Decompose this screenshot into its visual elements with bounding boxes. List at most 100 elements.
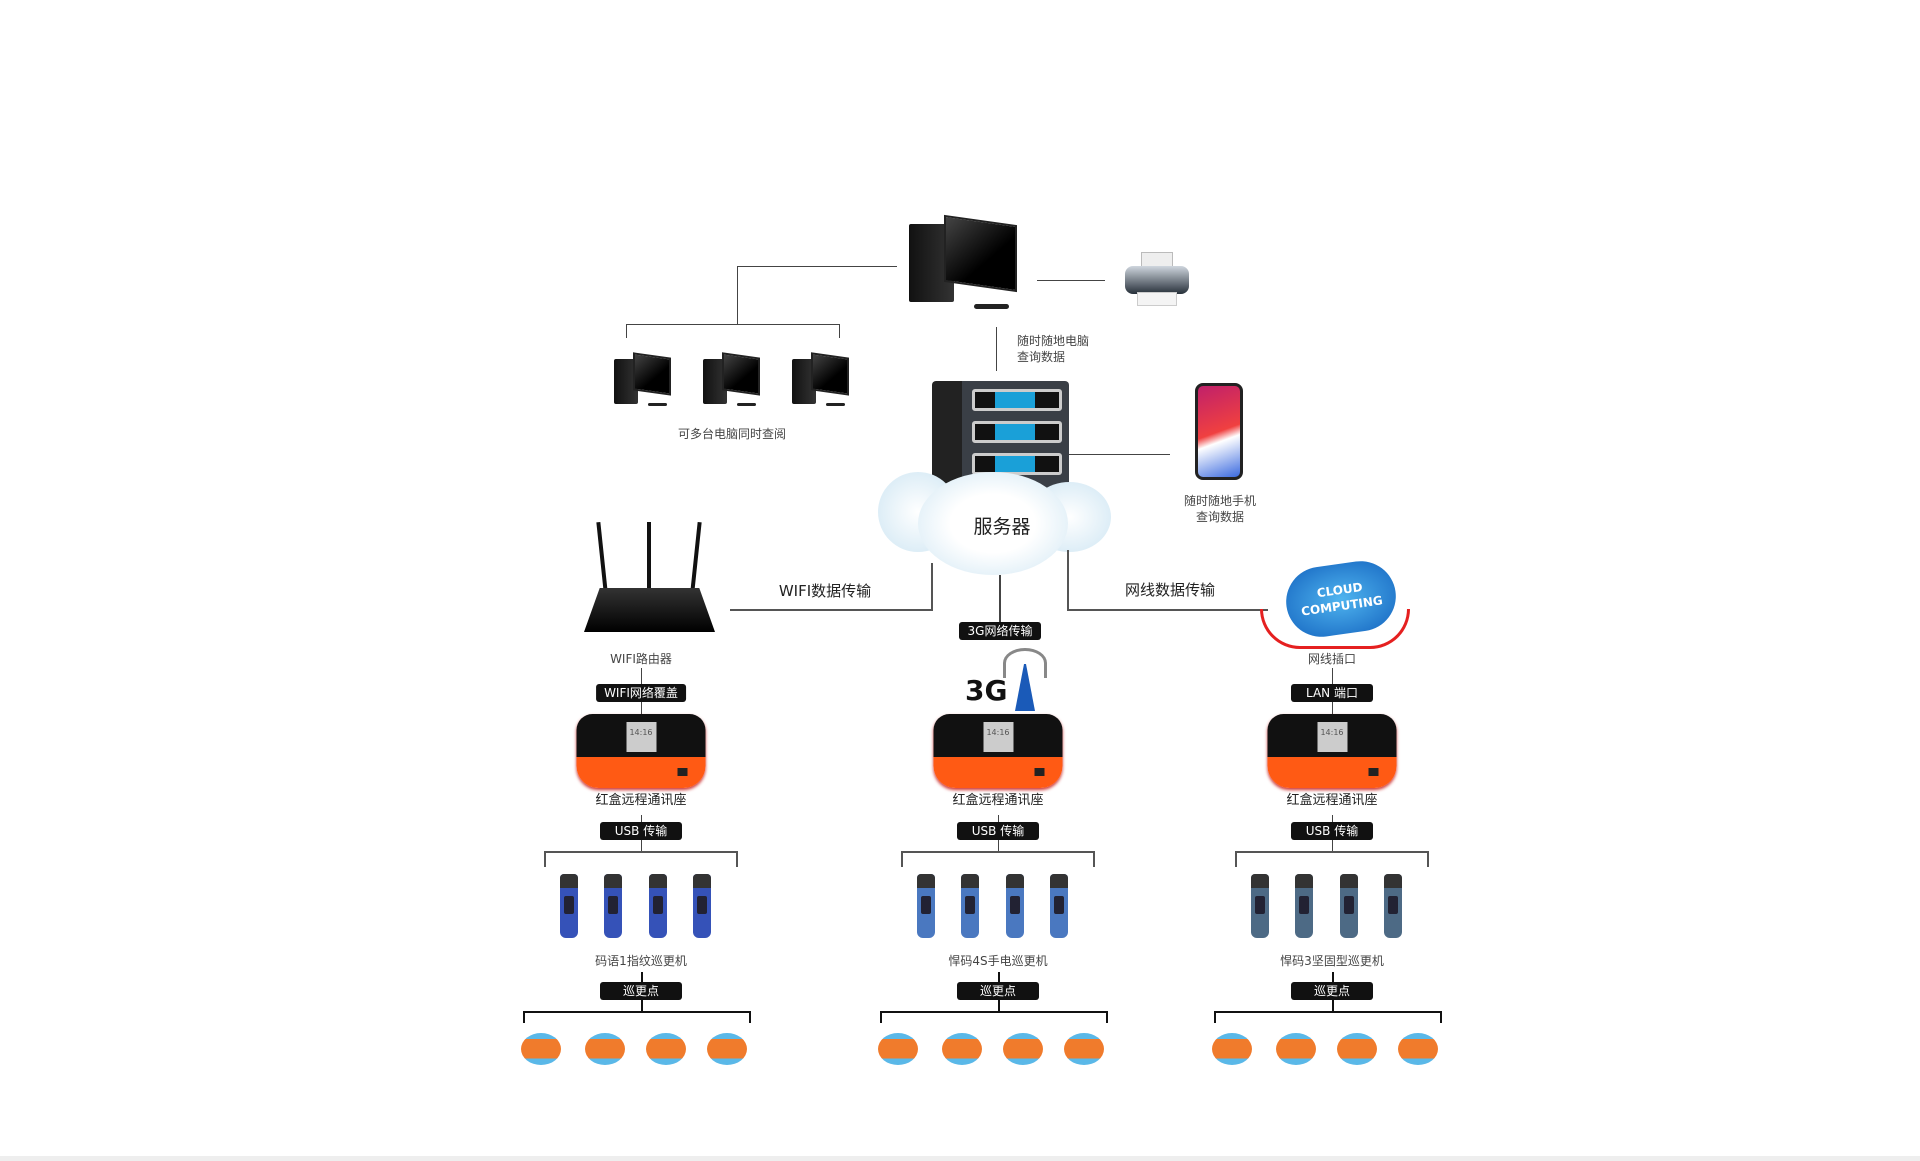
- bracket-line: [523, 1011, 751, 1013]
- base-label: 红盒远程通讯座: [1286, 793, 1378, 808]
- usb-badge: USB 传输: [957, 822, 1039, 840]
- lan-line: [1067, 609, 1268, 611]
- bracket-line: [1093, 851, 1095, 867]
- checkpoint-tag-icon: [1276, 1033, 1316, 1065]
- checkpoint-badge: 巡更点: [1291, 982, 1373, 1000]
- pc-query-line2: 查询数据: [1017, 350, 1066, 364]
- usb-badge: USB 传输: [600, 822, 682, 840]
- patrol-device-icon: [604, 874, 622, 938]
- bracket-line: [736, 851, 738, 867]
- base-screen: 14:16: [1317, 722, 1347, 752]
- patrol-device-icon: [560, 874, 578, 938]
- remote-comm-base-icon: 14:16: [576, 714, 706, 788]
- checkpoint-tag-icon: [1212, 1033, 1252, 1065]
- bracket-line: [544, 851, 738, 853]
- phone-query-label: 随时随地手机查询数据: [1184, 493, 1256, 525]
- source-label: 网线插口: [1307, 652, 1357, 666]
- bracket-line: [1106, 1011, 1108, 1023]
- checkpoint-tag-icon: [1337, 1033, 1377, 1065]
- lan-transfer-label: 网线数据传输: [1124, 581, 1216, 599]
- checkpoint-tag-icon: [585, 1033, 625, 1065]
- patrol-device-icon: [1050, 874, 1068, 938]
- bracket-line: [523, 1011, 525, 1023]
- bracket-line: [1235, 851, 1237, 867]
- patrol-device-icon: [917, 874, 935, 938]
- connector-line: [996, 327, 997, 371]
- patrol-device-icon: [1006, 874, 1024, 938]
- g3-transfer-badge: 3G网络传输: [959, 622, 1041, 640]
- client-computer-icon: [792, 352, 854, 406]
- patrol-device-icon: [961, 874, 979, 938]
- checkpoint-tag-icon: [707, 1033, 747, 1065]
- card-slot: [1034, 768, 1045, 776]
- footer-bar: [0, 1156, 1920, 1161]
- pc-query-line1: 随时随地电脑: [1017, 334, 1090, 348]
- patrol-device-icon: [649, 874, 667, 938]
- 3g-tower-icon: 3G: [965, 646, 1049, 711]
- bracket-line: [880, 1011, 882, 1023]
- connector-line: [1069, 454, 1170, 455]
- bracket-line: [1235, 851, 1429, 853]
- patrol-device-icon: [1340, 874, 1358, 938]
- link-badge: LAN 端口: [1291, 684, 1373, 702]
- checkpoint-tag-icon: [521, 1033, 561, 1065]
- smartphone-icon: [1195, 383, 1243, 480]
- connector-line: [626, 324, 627, 338]
- base-label: 红盒远程通讯座: [595, 793, 687, 808]
- card-slot: [1368, 768, 1379, 776]
- patrol-device-icon: [1384, 874, 1402, 938]
- bracket-line: [901, 851, 1095, 853]
- device-label: 码语1指纹巡更机: [595, 954, 687, 968]
- wifi-line: [931, 563, 933, 611]
- checkpoint-tag-icon: [1003, 1033, 1043, 1065]
- checkpoint-tag-icon: [646, 1033, 686, 1065]
- connector-line: [1037, 280, 1105, 281]
- bracket-line: [749, 1011, 751, 1023]
- base-label: 红盒远程通讯座: [952, 793, 1044, 808]
- base-screen: 14:16: [626, 722, 656, 752]
- bracket-line: [1427, 851, 1429, 867]
- bracket-line: [1214, 1011, 1442, 1013]
- remote-comm-base-icon: 14:16: [933, 714, 1063, 788]
- bracket-line: [901, 851, 903, 867]
- connector-line: [737, 266, 738, 324]
- base-screen: 14:16: [983, 722, 1013, 752]
- patrol-device-icon: [693, 874, 711, 938]
- phone-query-line2: 查询数据: [1195, 510, 1245, 524]
- wifi-router-icon: [584, 521, 715, 637]
- wifi-line: [730, 609, 932, 611]
- bracket-line: [544, 851, 546, 867]
- checkpoint-badge: 巡更点: [600, 982, 682, 1000]
- client-computer-icon: [614, 352, 676, 406]
- pc-query-label: 随时随地电脑查询数据: [1017, 333, 1089, 365]
- checkpoint-tag-icon: [1064, 1033, 1104, 1065]
- checkpoint-tag-icon: [942, 1033, 982, 1065]
- connector-line: [626, 324, 839, 325]
- bracket-line: [880, 1011, 1108, 1013]
- g3-line: [999, 575, 1001, 623]
- wifi-transfer-label: WIFI数据传输: [778, 582, 872, 600]
- multi-pc-label: 可多台电脑同时查阅: [677, 427, 787, 441]
- bracket-line: [1440, 1011, 1442, 1023]
- 3g-text: 3G: [965, 674, 1008, 707]
- checkpoint-tag-icon: [1398, 1033, 1438, 1065]
- device-label: 悍码4S手电巡更机: [948, 954, 1048, 968]
- client-computer-icon: [703, 352, 765, 406]
- printer-icon: [1125, 252, 1189, 308]
- source-label: WIFI路由器: [610, 652, 672, 666]
- card-slot: [677, 768, 688, 776]
- connector-line: [839, 324, 840, 338]
- patrol-device-icon: [1251, 874, 1269, 938]
- cloud-icon: [878, 452, 1111, 575]
- main-computer-icon: [909, 214, 1027, 309]
- phone-query-line1: 随时随地手机: [1183, 494, 1257, 508]
- checkpoint-tag-icon: [878, 1033, 918, 1065]
- server-label: 服务器: [973, 516, 1031, 538]
- remote-comm-base-icon: 14:16: [1267, 714, 1397, 788]
- patrol-device-icon: [1295, 874, 1313, 938]
- device-label: 悍码3坚固型巡更机: [1280, 954, 1384, 968]
- checkpoint-badge: 巡更点: [957, 982, 1039, 1000]
- bracket-line: [1214, 1011, 1216, 1023]
- connector-line: [737, 266, 897, 267]
